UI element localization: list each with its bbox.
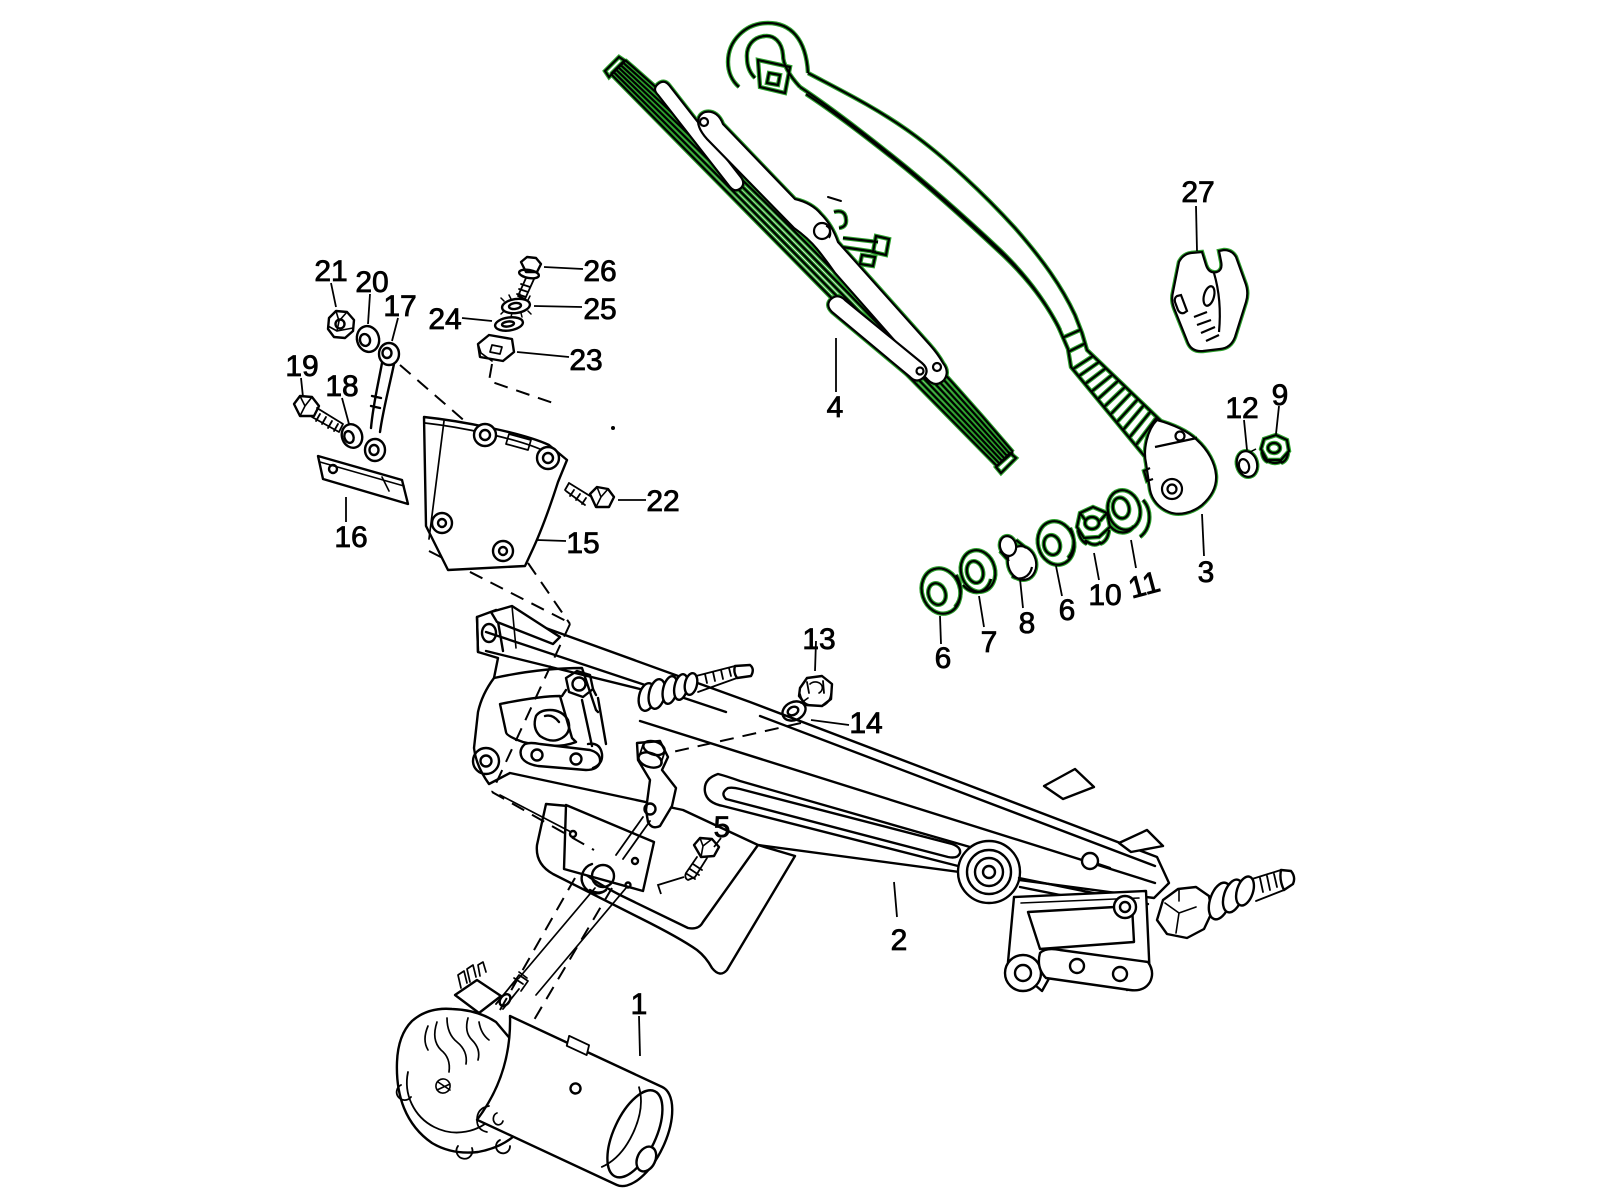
- svg-text:16: 16: [334, 521, 367, 554]
- svg-text:10: 10: [1088, 579, 1121, 612]
- svg-text:18: 18: [325, 370, 358, 403]
- svg-text:22: 22: [646, 485, 679, 518]
- svg-text:26: 26: [583, 255, 616, 288]
- svg-text:21: 21: [314, 255, 347, 288]
- svg-text:27: 27: [1181, 176, 1214, 209]
- svg-text:11: 11: [1125, 565, 1164, 605]
- svg-text:8: 8: [1019, 607, 1036, 640]
- svg-text:17: 17: [383, 290, 416, 323]
- svg-text:15: 15: [566, 527, 599, 560]
- svg-text:6: 6: [935, 642, 952, 675]
- svg-text:4: 4: [827, 391, 844, 424]
- svg-text:2: 2: [891, 924, 908, 957]
- svg-text:13: 13: [802, 623, 835, 656]
- svg-text:12: 12: [1225, 392, 1258, 425]
- svg-text:7: 7: [981, 626, 998, 659]
- svg-text:9: 9: [1272, 379, 1289, 412]
- svg-text:25: 25: [583, 293, 616, 326]
- svg-text:20: 20: [355, 266, 388, 299]
- svg-text:19: 19: [285, 350, 318, 383]
- svg-text:6: 6: [1059, 594, 1076, 627]
- svg-text:3: 3: [1198, 556, 1215, 589]
- svg-text:14: 14: [849, 707, 882, 740]
- svg-text:1: 1: [631, 988, 648, 1021]
- svg-text:23: 23: [569, 344, 602, 377]
- svg-text:5: 5: [714, 811, 731, 844]
- svg-text:24: 24: [428, 303, 461, 336]
